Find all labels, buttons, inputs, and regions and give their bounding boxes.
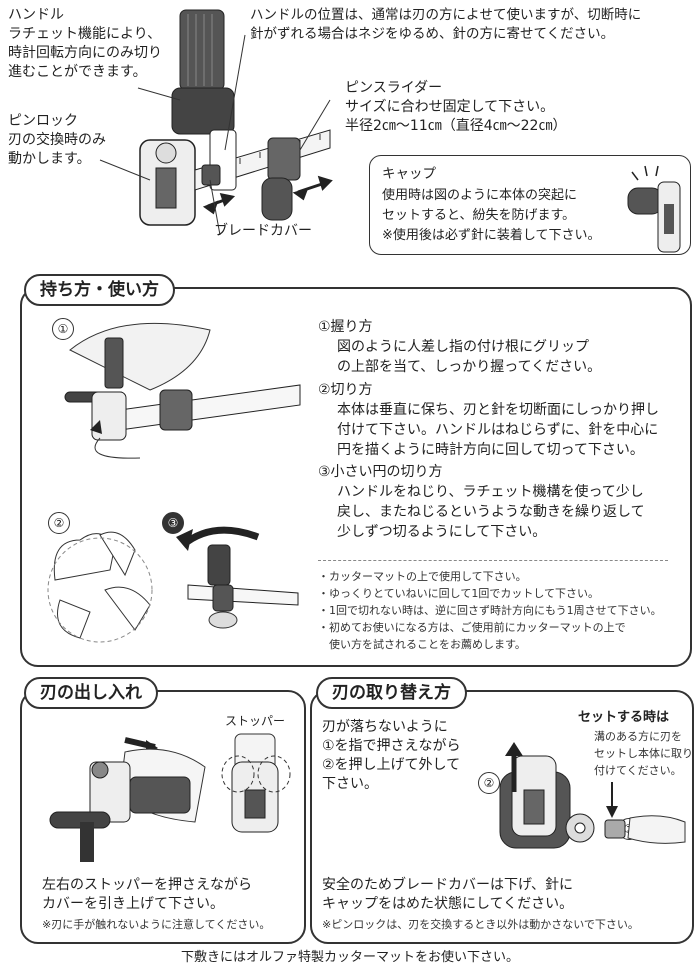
note-3: ・1回で切れない時は、逆に回さず時計方向にもう1周させて下さい。	[318, 604, 662, 617]
pin-lock-title: ピンロック	[8, 113, 78, 129]
usage-fig-2-number: ②	[48, 512, 70, 534]
usage-fig-3-number: ③	[162, 512, 184, 534]
cutter-main-illustration	[99, 9, 333, 236]
blade-in-out-illustration	[49, 733, 291, 862]
note-5: 使い方を試されることをお薦めします。	[318, 638, 526, 651]
usage-heading: 持ち方・使い方	[24, 274, 175, 306]
blade-in-out-heading: 刃の出し入れ	[24, 677, 158, 709]
blade-replace-line-3: ②を押し上げて外して	[322, 757, 461, 773]
usage-fig-1-number: ①	[52, 318, 74, 340]
pin-slider-title: ピンスライダー	[345, 80, 443, 96]
blade-in-out-line-1: 左右のストッパーを押さえながら	[42, 877, 252, 893]
step-1-line-2: の上部を当て、しっかり握ってください。	[337, 359, 602, 375]
circle-cut-illustration	[47, 531, 153, 643]
blade-replace-line-1: 刃が落ちないように	[322, 719, 448, 735]
step-3-title: ③小さい円の切り方	[318, 464, 443, 480]
blade-replace-line-2: ①を指で押さえながら	[322, 738, 461, 754]
blade-replace-note: ※ピンロックは、刃を交換するとき以外は動かさないで下さい。	[322, 918, 639, 931]
handle-desc-2: 時計回転方向にのみ切り	[8, 45, 162, 61]
set-line-3: 付けてください。	[594, 764, 682, 777]
set-title: セットする時は	[578, 710, 670, 725]
set-line-1: 溝のある方に刃を	[594, 730, 682, 743]
cap-desc-2: セットすると、紛失を防げます。	[382, 208, 576, 223]
pin-slider-desc-2: 半径2㎝～11㎝（直径4㎝～22㎝）	[345, 118, 567, 134]
notes-divider	[318, 560, 668, 561]
note-2: ・ゆっくりとていねいに回して1回でカットして下さい。	[318, 587, 600, 600]
step-3-line-2: 戻し、またねじるというような動きを繰り返して	[337, 504, 645, 520]
blade-replace-bottom-1: 安全のためブレードカバーは下げ、針に	[322, 877, 574, 893]
footer-text: 下敷きにはオルファ特製カッターマットをお使い下さい。	[180, 950, 519, 965]
grip-illustration	[64, 322, 301, 459]
handle-title: ハンドル	[8, 7, 64, 23]
cap-illustration	[627, 165, 681, 253]
blade-in-out-note: ※刃に手が触れないように注意してください。	[42, 918, 271, 931]
stopper-label: ストッパー	[225, 714, 286, 728]
step-1-line-1: 図のように人差し指の付け根にグリップ	[337, 339, 589, 355]
blade-replace-heading: 刃の取り替え方	[316, 677, 467, 709]
handle-desc-1: ラチェット機能により、	[8, 26, 162, 42]
step-2-title: ②切り方	[318, 382, 373, 398]
note-4: ・初めてお使いになる方は、ご使用前にカッターマットの上で	[318, 621, 626, 634]
cap-desc-3: ※使用後は必ず針に装着して下さい。	[382, 228, 601, 243]
blade-in-out-line-2: カバーを引き上げて下さい。	[42, 896, 224, 912]
step-3-line-1: ハンドルをねじり、ラチェット機構を使って少し	[337, 484, 644, 500]
pin-slider-desc-1: サイズに合わせ固定して下さい。	[345, 99, 555, 115]
blade-replace-line-4: 下さい。	[322, 776, 378, 792]
set-line-2: セットし本体に取り	[594, 747, 693, 760]
note-1: ・カッターマットの上で使用して下さい。	[318, 570, 527, 583]
handle-position-desc-1: ハンドルの位置は、通常は刃の方によせて使いますが、切断時に	[250, 7, 642, 23]
pin-lock-desc-1: 刃の交換時のみ	[8, 132, 106, 148]
step-3-line-3: 少しずつ切るようにして下さい。	[337, 524, 547, 540]
handle-position-desc-2: 針がずれる場合はネジをゆるめ、針の方に寄せてください。	[250, 26, 615, 42]
cap-title: キャップ	[382, 166, 436, 182]
replace-fig-2-number: ②	[478, 772, 500, 794]
pin-lock-desc-2: 動かします。	[8, 151, 91, 167]
blade-cover-label: ブレードカバー	[214, 223, 312, 239]
step-1-title: ①握り方	[318, 319, 373, 335]
handle-desc-3: 進むことができます。	[8, 64, 147, 80]
step-2-line-1: 本体は垂直に保ち、刃と針を切断面にしっかり押し	[337, 402, 659, 418]
small-circle-illustration	[176, 526, 299, 629]
step-2-line-2: 付けて下さい。ハンドルはねじらずに、針を中心に	[337, 422, 659, 438]
blade-replace-bottom-2: キャップをはめた状態にしてください。	[322, 896, 574, 912]
step-2-line-3: 円を描くように時計方向に回して切って下さい。	[337, 442, 644, 458]
blade-replace-illustration	[499, 742, 686, 849]
cap-desc-1: 使用時は図のように本体の突起に	[382, 188, 578, 203]
